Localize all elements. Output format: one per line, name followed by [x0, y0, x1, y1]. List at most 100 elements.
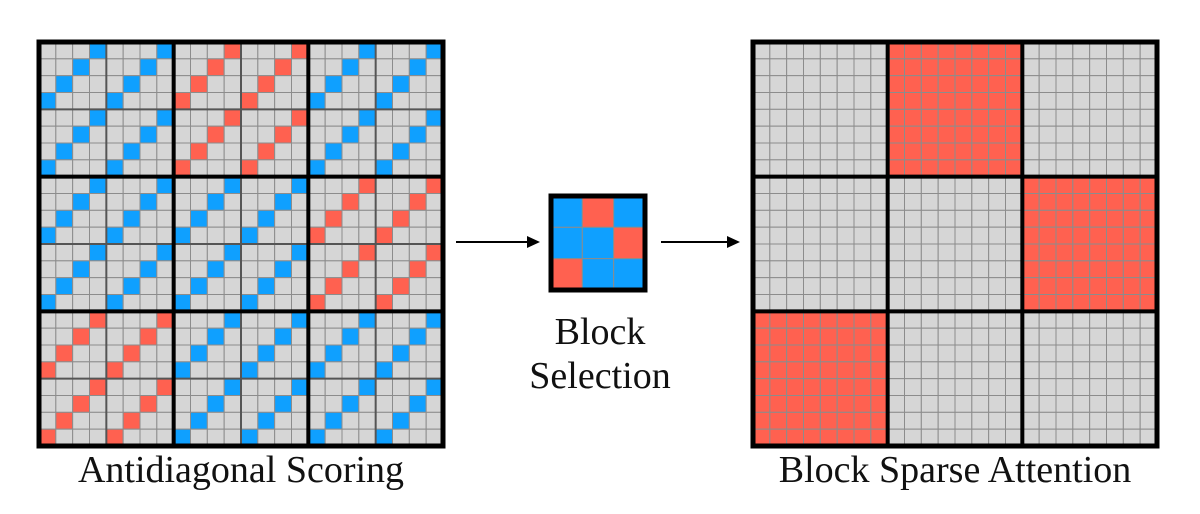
cell [72, 428, 90, 447]
cell [769, 193, 788, 211]
cell [1055, 193, 1074, 211]
cell [937, 411, 956, 430]
cell [375, 327, 393, 346]
cell [1055, 378, 1074, 396]
cell [971, 395, 990, 413]
cell [324, 310, 343, 329]
cell [803, 142, 821, 161]
cell [971, 361, 990, 380]
cell [392, 243, 410, 262]
cell [257, 361, 276, 380]
cell [392, 327, 410, 346]
cell [375, 243, 393, 262]
cell [408, 92, 427, 110]
cell [937, 176, 956, 195]
cell [173, 58, 192, 77]
cell [971, 193, 990, 211]
cell [190, 193, 208, 211]
cell [392, 395, 410, 413]
cell [240, 108, 259, 127]
cell [819, 428, 838, 447]
cell [89, 193, 107, 211]
cell [1021, 159, 1040, 178]
cell [105, 327, 124, 346]
cell [358, 193, 377, 211]
cell [1106, 41, 1124, 60]
cell [954, 310, 973, 329]
cell [156, 159, 175, 178]
cell [358, 209, 377, 228]
cell [1038, 277, 1057, 295]
cell [1021, 294, 1040, 312]
cell [190, 395, 208, 413]
antidiagonal-cell [156, 378, 175, 396]
cell [1038, 361, 1057, 380]
cell [375, 41, 393, 60]
cell [853, 277, 872, 295]
cell [803, 327, 821, 346]
cell [1089, 310, 1107, 329]
cell [240, 209, 259, 228]
cell [1038, 108, 1057, 127]
cell [1106, 159, 1124, 178]
cell [836, 176, 855, 195]
cell [786, 193, 805, 211]
cell [358, 277, 377, 295]
cell [1021, 260, 1040, 279]
cell [1089, 209, 1107, 228]
cell [341, 344, 360, 363]
cell [1072, 75, 1091, 93]
attended-block [887, 41, 1023, 178]
cell [291, 159, 309, 178]
cell [1089, 243, 1107, 262]
cell [139, 209, 158, 228]
unselected-block-cell [613, 195, 646, 228]
cell [190, 58, 208, 77]
cell [752, 361, 771, 380]
cell [769, 243, 788, 262]
cell [89, 361, 107, 380]
cell [1038, 176, 1057, 195]
cell [139, 176, 158, 195]
cell [904, 395, 922, 413]
cell [1122, 193, 1141, 211]
cell [173, 193, 192, 211]
cell [38, 125, 57, 144]
cell [105, 176, 124, 195]
cell [1139, 277, 1158, 295]
cell [836, 58, 855, 77]
cell [1021, 226, 1040, 245]
cell [988, 142, 1007, 161]
cell [1021, 411, 1040, 430]
cell [803, 361, 821, 380]
cell [1021, 75, 1040, 93]
cell [769, 277, 788, 295]
cell [1055, 310, 1074, 329]
cell [89, 260, 107, 279]
antidiagonal-cell [375, 294, 393, 312]
cell [1106, 92, 1124, 110]
cell [223, 344, 242, 363]
cell [1038, 260, 1057, 279]
cell [38, 310, 57, 329]
antidiagonal-cell [341, 260, 360, 279]
antidiagonal-cell [139, 327, 158, 346]
cell [425, 344, 444, 363]
cell [988, 193, 1007, 211]
cell [105, 310, 124, 329]
cell [257, 378, 276, 396]
cell [1005, 142, 1023, 161]
cell [988, 226, 1007, 245]
cell [769, 327, 788, 346]
antidiagonal-cell [341, 395, 360, 413]
cell [392, 378, 410, 396]
cell [988, 395, 1007, 413]
cell [988, 209, 1007, 228]
antidiagonal-cell [392, 75, 410, 93]
antidiagonal-cell [341, 193, 360, 211]
cell [156, 226, 175, 245]
cell [920, 344, 939, 363]
cell [971, 378, 990, 396]
cell [190, 294, 208, 312]
cell [156, 277, 175, 295]
